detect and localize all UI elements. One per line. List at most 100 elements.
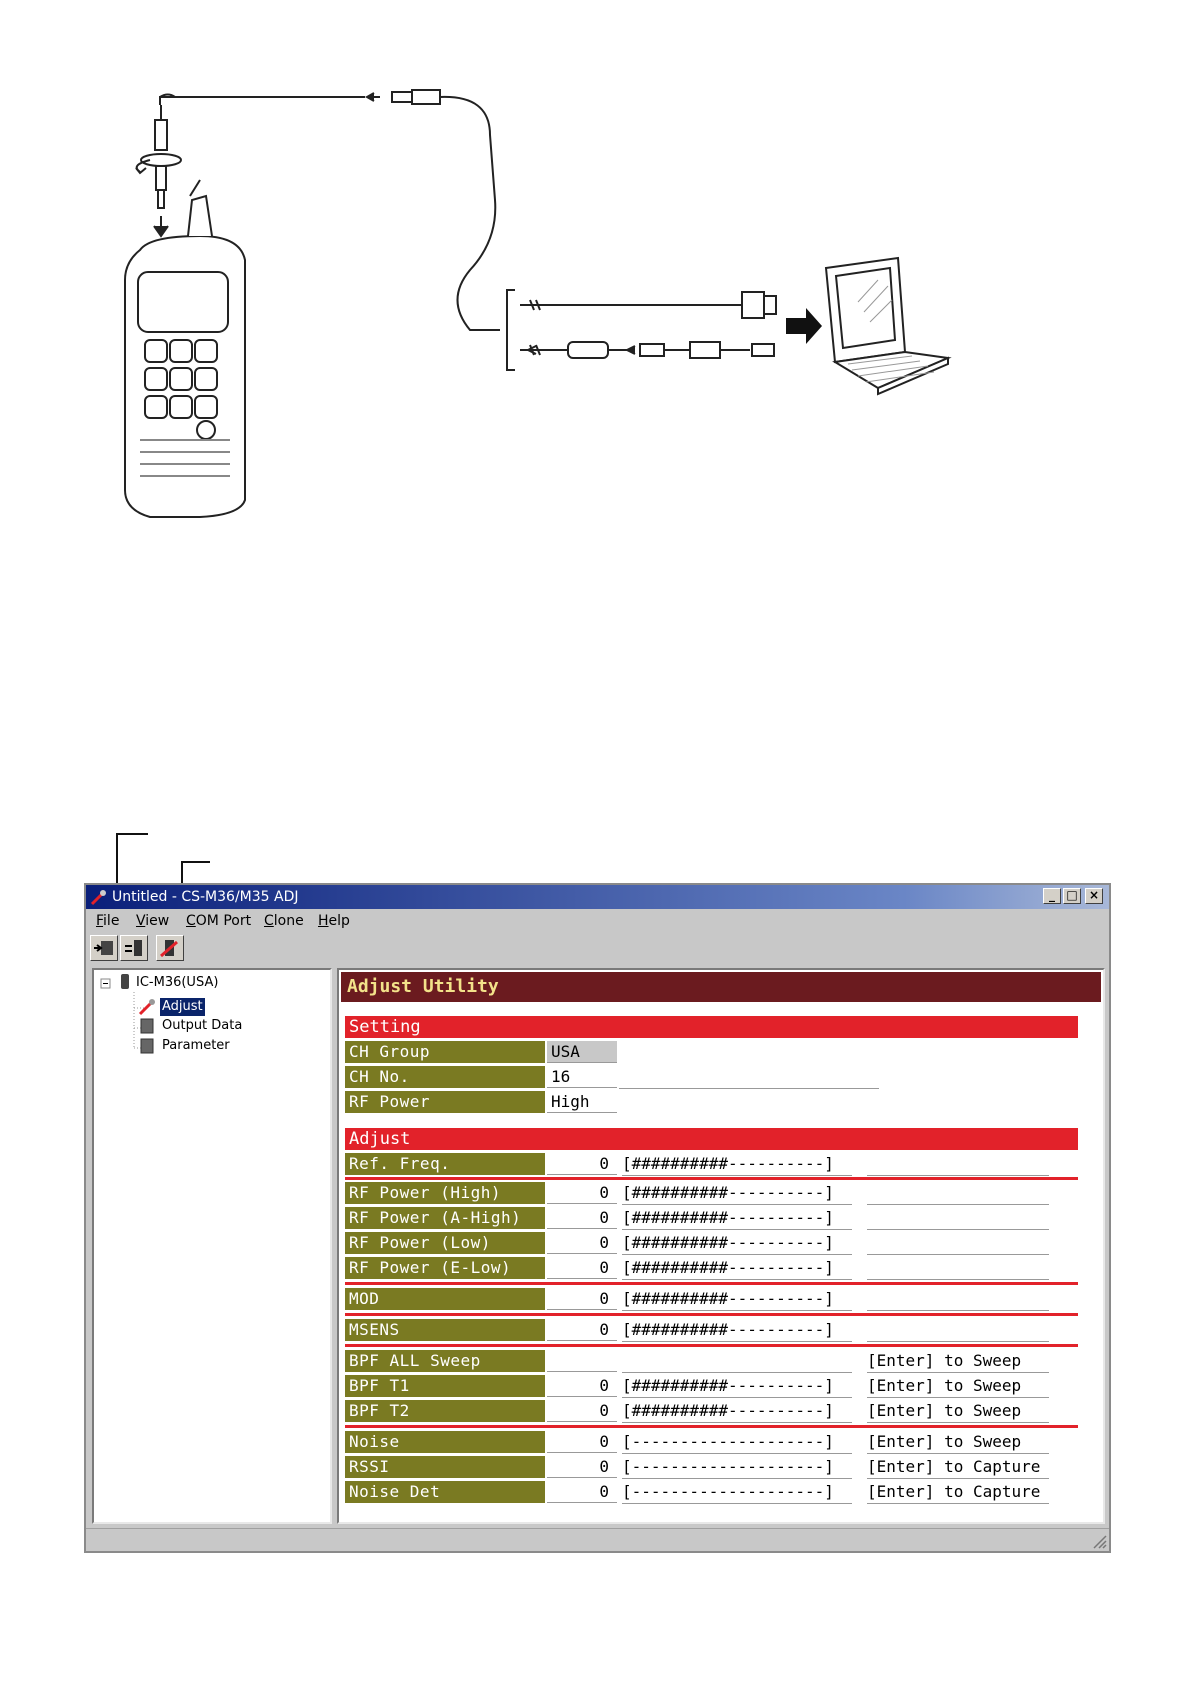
adjust-row-value[interactable]: 0 (547, 1207, 617, 1229)
adjust-row-action[interactable] (867, 1319, 1049, 1342)
adjust-row-label[interactable]: Ref. Freq. (345, 1153, 545, 1175)
menu-clone[interactable]: Clone (264, 913, 304, 929)
adjust-row-value[interactable]: 0 (547, 1319, 617, 1341)
adjust-row-action[interactable] (867, 1288, 1049, 1311)
ch-group-value[interactable]: USA (547, 1041, 617, 1063)
adjust-row-value[interactable]: 0 (547, 1257, 617, 1279)
wrench-icon (90, 890, 106, 906)
adjust-row-value[interactable]: 0 (547, 1232, 617, 1254)
adjust-row-label[interactable]: MOD (345, 1288, 545, 1310)
adjust-row-level-bar: [##########----------] (622, 1319, 852, 1342)
adjust-row-level-bar: [##########----------] (622, 1257, 852, 1280)
setting-label-ch-no: CH No. (345, 1066, 545, 1088)
adjust-row-label[interactable]: Noise Det (345, 1481, 545, 1503)
adjust-row-value[interactable] (547, 1350, 617, 1372)
section-divider (345, 1344, 1078, 1347)
section-divider (345, 1313, 1078, 1316)
toolbar (86, 935, 1109, 963)
menu-file[interactable]: File (96, 913, 120, 929)
adjust-row-level-bar: [##########----------] (622, 1375, 852, 1398)
adjust-row-action[interactable] (867, 1182, 1049, 1205)
adjust-row-action[interactable]: [Enter] to Sweep (867, 1350, 1049, 1373)
rf-power-value[interactable]: High (547, 1091, 617, 1113)
setting-section-title: Setting (345, 1016, 1078, 1038)
adjust-row-action[interactable]: [Enter] to Sweep (867, 1400, 1049, 1423)
tree-item-output-data[interactable]: Output Data (162, 1018, 243, 1033)
adjust-row-level-bar: [##########----------] (622, 1207, 852, 1230)
adjust-row-action[interactable]: [Enter] to Sweep (867, 1375, 1049, 1398)
adjust-row-action[interactable] (867, 1207, 1049, 1230)
adjust-row-action[interactable]: [Enter] to Capture (867, 1481, 1049, 1504)
wrench-icon (138, 999, 155, 1016)
window-title: Untitled - CS-M36/M35 ADJ (112, 889, 299, 905)
document-icon (140, 1018, 154, 1034)
adjust-row-level-bar: [--------------------] (622, 1456, 852, 1479)
device-tree: IC-M36(USA) Adjust Output Data Parameter (92, 968, 332, 1524)
section-divider (345, 1282, 1078, 1285)
adjust-row-level-bar: [##########----------] (622, 1288, 852, 1311)
close-button[interactable]: × (1085, 888, 1103, 904)
adjust-row-value[interactable]: 0 (547, 1375, 617, 1397)
adjust-row-level-bar: [##########----------] (622, 1400, 852, 1423)
adjust-row-label[interactable]: BPF T1 (345, 1375, 545, 1397)
tree-item-adjust[interactable]: Adjust (160, 998, 205, 1016)
adjust-row-action[interactable]: [Enter] to Capture (867, 1456, 1049, 1479)
adjust-row-action[interactable] (867, 1153, 1049, 1176)
adjust-utility-pane: Adjust Utility Setting CH Group USA CH N… (337, 968, 1105, 1524)
adjust-row-label[interactable]: Noise (345, 1431, 545, 1453)
setting-label-ch-group: CH Group (345, 1041, 545, 1063)
section-divider (345, 1425, 1078, 1428)
status-bar (86, 1528, 1109, 1551)
adjust-row-value[interactable]: 0 (547, 1431, 617, 1453)
maximize-button[interactable]: □ (1063, 888, 1081, 904)
adjust-row-value[interactable]: 0 (547, 1182, 617, 1204)
adjust-row-level-bar: [--------------------] (622, 1481, 852, 1504)
adjust-utility-header: Adjust Utility (341, 972, 1101, 1002)
menu-com-port[interactable]: COM Port (186, 913, 252, 929)
adjust-row-label[interactable]: RF Power (High) (345, 1182, 545, 1204)
menu-view[interactable]: View (136, 913, 170, 929)
adjust-row-level-bar (622, 1350, 852, 1373)
tree-item-parameter[interactable]: Parameter (162, 1038, 230, 1053)
title-bar[interactable]: Untitled - CS-M36/M35 ADJ _ □ × (86, 885, 1109, 909)
row-underline (619, 1088, 879, 1089)
resize-grip-icon[interactable] (1091, 1533, 1107, 1549)
document-icon (140, 1038, 154, 1054)
adjust-row-label[interactable]: RSSI (345, 1456, 545, 1478)
adjust-button[interactable] (156, 935, 184, 961)
write-to-radio-button[interactable] (120, 935, 148, 961)
connect-button[interactable] (90, 935, 118, 961)
adjust-row-label[interactable]: BPF T2 (345, 1400, 545, 1422)
adjust-row-label[interactable]: RF Power (E-Low) (345, 1257, 545, 1279)
app-window: Untitled - CS-M36/M35 ADJ _ □ × File Vie… (84, 883, 1111, 1553)
tree-lines (100, 974, 146, 1049)
adjust-row-label[interactable]: BPF ALL Sweep (345, 1350, 545, 1372)
adjust-row-label[interactable]: RF Power (A-High) (345, 1207, 545, 1229)
adjust-row-value[interactable]: 0 (547, 1400, 617, 1422)
tree-root-device[interactable]: IC-M36(USA) (136, 975, 219, 990)
adjust-row-action[interactable] (867, 1257, 1049, 1280)
adjust-row-label[interactable]: RF Power (Low) (345, 1232, 545, 1254)
menu-help[interactable]: Help (318, 913, 350, 929)
adjust-row-value[interactable]: 0 (547, 1153, 617, 1175)
adjust-row-level-bar: [--------------------] (622, 1431, 852, 1454)
ch-no-value[interactable]: 16 (547, 1066, 617, 1088)
write-to-radio-icon (125, 940, 142, 956)
adjust-section-title: Adjust (345, 1128, 1078, 1150)
adjust-row-action[interactable] (867, 1232, 1049, 1255)
adjust-row-value[interactable]: 0 (547, 1288, 617, 1310)
adjust-icon (160, 940, 178, 958)
minimize-button[interactable]: _ (1043, 888, 1061, 904)
adjust-row-level-bar: [##########----------] (622, 1153, 852, 1176)
connection-diagram (124, 89, 952, 518)
adjust-row-level-bar: [##########----------] (622, 1232, 852, 1255)
adjust-row-action[interactable]: [Enter] to Sweep (867, 1431, 1049, 1454)
setting-label-rf-power: RF Power (345, 1091, 545, 1113)
adjust-row-value[interactable]: 0 (547, 1481, 617, 1503)
section-divider (345, 1177, 1078, 1180)
connect-icon (94, 941, 113, 955)
menu-bar: File View COM Port Clone Help (86, 909, 1109, 933)
adjust-row-label[interactable]: MSENS (345, 1319, 545, 1341)
adjust-row-level-bar: [##########----------] (622, 1182, 852, 1205)
adjust-row-value[interactable]: 0 (547, 1456, 617, 1478)
